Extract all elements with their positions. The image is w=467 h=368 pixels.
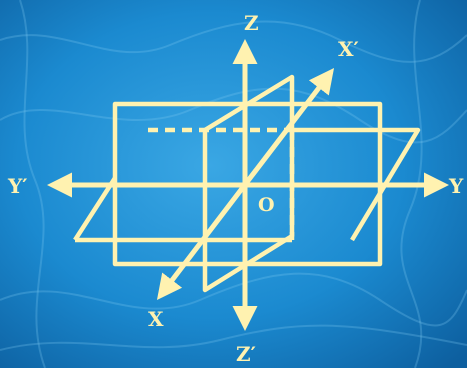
- origin-label: O: [258, 194, 275, 216]
- axes: [47, 39, 449, 331]
- x-neg-axis-label: X′: [338, 37, 359, 61]
- z-axis-label: Z: [244, 11, 259, 35]
- x-axis-label: X: [148, 307, 164, 331]
- x-axis: [156, 68, 335, 300]
- labels: Z Z′ Y Y′ X′ X O: [7, 11, 464, 366]
- y-axis-label: Y: [448, 174, 464, 198]
- y-neg-axis-label: Y′: [7, 174, 28, 198]
- z-neg-axis-label: Z′: [236, 342, 256, 366]
